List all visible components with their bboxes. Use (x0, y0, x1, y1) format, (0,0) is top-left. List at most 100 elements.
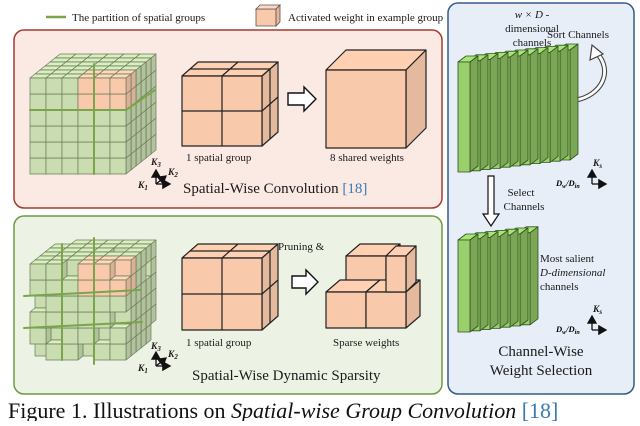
voxel-front (45, 109, 63, 127)
channel-side (569, 43, 579, 161)
axes-icon-right-bottom: Ks Dw/Din (555, 305, 608, 336)
channel-side (499, 52, 509, 169)
sort-curved-arrow-icon (573, 43, 608, 103)
panel-top-title: Spatial-Wise Convolution [18] (183, 181, 367, 197)
label-select: Select (508, 187, 535, 199)
channel-side (529, 226, 539, 326)
voxel-front (93, 343, 111, 361)
voxel-front (114, 259, 132, 277)
voxel-front (109, 157, 127, 175)
voxel-front (93, 157, 111, 175)
axis-ks-top: Ks (592, 159, 602, 170)
channel-side (469, 233, 479, 333)
voxel-front (77, 157, 95, 175)
legend-partition-label: The partition of spatial groups (72, 12, 205, 24)
voxel-front (77, 125, 95, 143)
axes-icon-top: K3 K2 K1 (137, 158, 178, 192)
label-select-channels: Channels (504, 201, 545, 213)
voxel-front (45, 93, 63, 111)
label-one-spatial-group-bottom: 1 spatial group (186, 337, 252, 349)
voxel-side (150, 53, 157, 75)
figure-caption: Figure 1. Illustrations on Spatial-wise … (8, 398, 558, 421)
voxel-front (109, 125, 127, 143)
axis-ks-bottom: Ks (592, 305, 602, 316)
spatial-group-cube-top (181, 61, 279, 147)
channel-side (549, 46, 559, 163)
channel-side (519, 49, 529, 167)
voxel-front (93, 141, 111, 159)
voxel-front (93, 109, 111, 127)
axis-dw-din-bottom: Dw/Din (555, 324, 580, 336)
voxel-front (109, 77, 127, 95)
voxel-front (93, 295, 111, 313)
label-sort-channels: Sort Channels (547, 29, 609, 41)
voxel-front (109, 327, 127, 345)
voxel-front (61, 109, 79, 127)
channel-side (479, 54, 489, 172)
axes-icon-right-top: Ks Dw/Din (555, 159, 608, 190)
label-most-salient: Most salient (540, 253, 594, 265)
voxel-front (93, 77, 111, 95)
channel-side (469, 55, 479, 173)
voxel-front (29, 157, 47, 175)
arrow-right-icon-2 (291, 268, 319, 296)
channel-slab (457, 233, 479, 333)
spatial-group-cube-bottom (181, 243, 279, 331)
channel-side (539, 47, 549, 165)
legend-activated-cube-icon (255, 4, 281, 27)
voxel-side (125, 323, 132, 345)
label-salient-channels: channels (540, 281, 578, 293)
box-front (365, 291, 407, 329)
voxel-front (109, 109, 127, 127)
channel-slab (457, 55, 479, 173)
voxel-front (61, 141, 79, 159)
voxel-front (61, 77, 79, 95)
channel-side (519, 227, 529, 327)
voxel-side (109, 259, 116, 281)
shared-weights-cube (325, 49, 427, 149)
voxel-front (45, 141, 63, 159)
channel-side (559, 44, 569, 162)
label-channels: channels (513, 37, 551, 49)
voxel-front (29, 141, 47, 159)
voxel-front (45, 157, 63, 175)
voxel-front (77, 109, 95, 127)
voxel-front (29, 125, 47, 143)
voxel-front (77, 263, 95, 281)
sparse-weight-tensor-cube (23, 237, 157, 365)
channel-side (479, 232, 489, 332)
voxel-side (135, 65, 142, 87)
voxel-front (45, 295, 63, 313)
channel-front (457, 239, 471, 333)
sparse-weights-cube (325, 243, 421, 329)
voxel-front (61, 295, 79, 313)
weight-tensor-cube-top (29, 53, 157, 175)
legend-activated-label: Activated weight in example group (288, 12, 444, 24)
voxel-front (45, 343, 63, 361)
axes-icon-bottom: K3 K2 K1 (137, 342, 178, 375)
channel-stack-selected (457, 226, 539, 333)
voxel-front (29, 263, 47, 281)
voxel-side (130, 255, 137, 277)
voxel-front (61, 343, 79, 361)
box-front (325, 69, 407, 149)
label-shared-weights: 8 shared weights (330, 152, 404, 164)
voxel-side (135, 251, 142, 273)
box-side-grid-h (261, 96, 279, 112)
voxel-front (29, 327, 47, 345)
voxel-front (45, 263, 63, 281)
label-pruning: Pruning & (278, 241, 325, 253)
voxel-front (93, 93, 111, 111)
panel-right-title-2: Weight Selection (490, 363, 593, 379)
voxel-front (77, 141, 95, 159)
voxel-front (93, 263, 111, 281)
voxel-front (93, 125, 111, 143)
voxel-side (130, 69, 137, 91)
voxel-front (61, 125, 79, 143)
channel-side (509, 228, 519, 328)
panel-spatial-wise-convolution: 1 spatial group 8 shared weights K3 K2 K… (13, 29, 443, 209)
voxel-front (77, 295, 95, 313)
panel-bottom-title: Spatial-Wise Dynamic Sparsity (192, 368, 381, 384)
channel-side (509, 50, 519, 168)
